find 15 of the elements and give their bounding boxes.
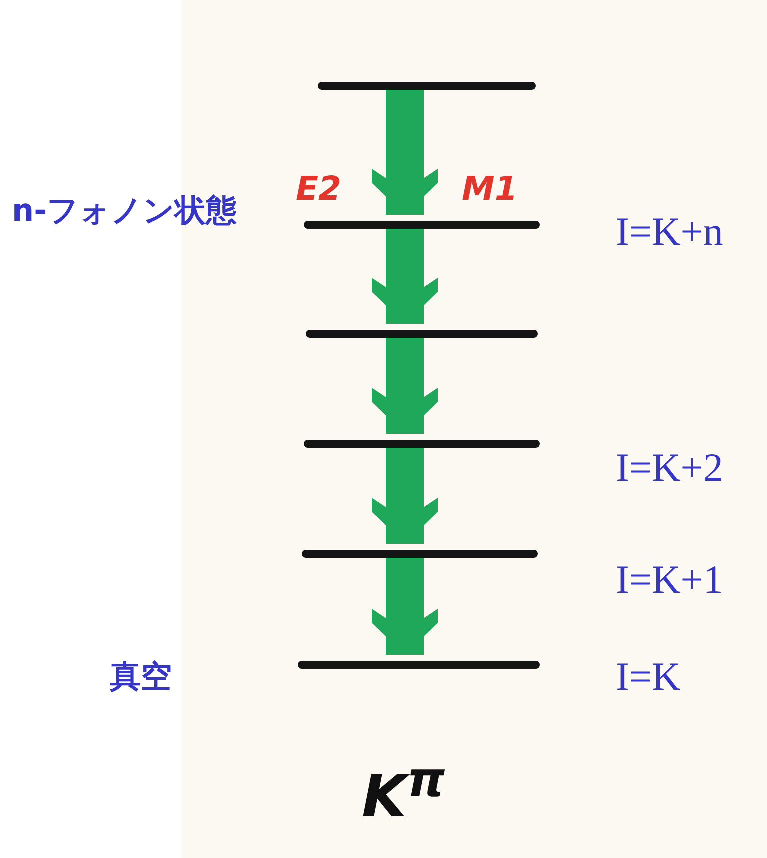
energy-level-line [298,661,540,669]
level-label: I=K+n [616,212,724,252]
transition-label: M1 [462,172,518,205]
level-label: I=K+2 [616,448,724,488]
energy-level-line [304,221,540,229]
band-label: K$^{π}$ [362,752,446,832]
transition-label: E2 [296,172,342,205]
energy-level-line [302,550,538,558]
level-label: I=K [616,657,681,697]
energy-level-line [306,330,538,338]
energy-level-line [318,82,536,90]
level-label: n-フォノン状態 [12,196,237,227]
level-label: 真空 [110,662,172,693]
energy-level-line [304,440,540,448]
level-label: I=K+1 [616,560,724,600]
